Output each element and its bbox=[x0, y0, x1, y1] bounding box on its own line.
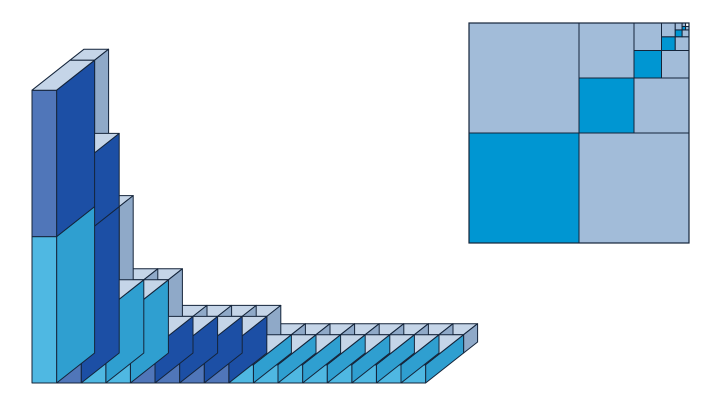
bar-0-seg-1-side bbox=[56, 59, 96, 238]
partition-cell-right-1 bbox=[633, 77, 690, 134]
partition-outline bbox=[468, 22, 690, 244]
partition-cell-left-1 bbox=[578, 22, 635, 79]
partition-cell-highlight-5 bbox=[681, 25, 687, 31]
partition-cell-highlight-3 bbox=[661, 36, 676, 51]
partition-cell-right-0 bbox=[578, 132, 690, 244]
partition-cell-left-4 bbox=[674, 22, 683, 31]
bar-0-top bbox=[31, 59, 96, 91]
partition-cell-left-0 bbox=[468, 22, 580, 134]
partition-cell-highlight-4 bbox=[674, 29, 683, 38]
partition-cell-right-4 bbox=[681, 29, 690, 38]
partition-cell-left-2 bbox=[633, 22, 662, 51]
square-partition-diagram bbox=[468, 22, 690, 244]
partition-cell-highlight-1 bbox=[578, 77, 635, 134]
partition-cell-left-3 bbox=[661, 22, 676, 38]
bar-0-seg-0-side bbox=[56, 206, 96, 384]
partition-cell-highlight-2 bbox=[633, 50, 662, 79]
partition-cell-right-3 bbox=[674, 36, 690, 51]
staircase-bar-chart bbox=[31, 48, 479, 384]
bar-0-seg-0-front bbox=[31, 236, 58, 384]
partition-cell-right-2 bbox=[661, 50, 690, 79]
bar-0-seg-1-front bbox=[31, 89, 58, 238]
partition-cell-highlight-0 bbox=[468, 132, 580, 244]
